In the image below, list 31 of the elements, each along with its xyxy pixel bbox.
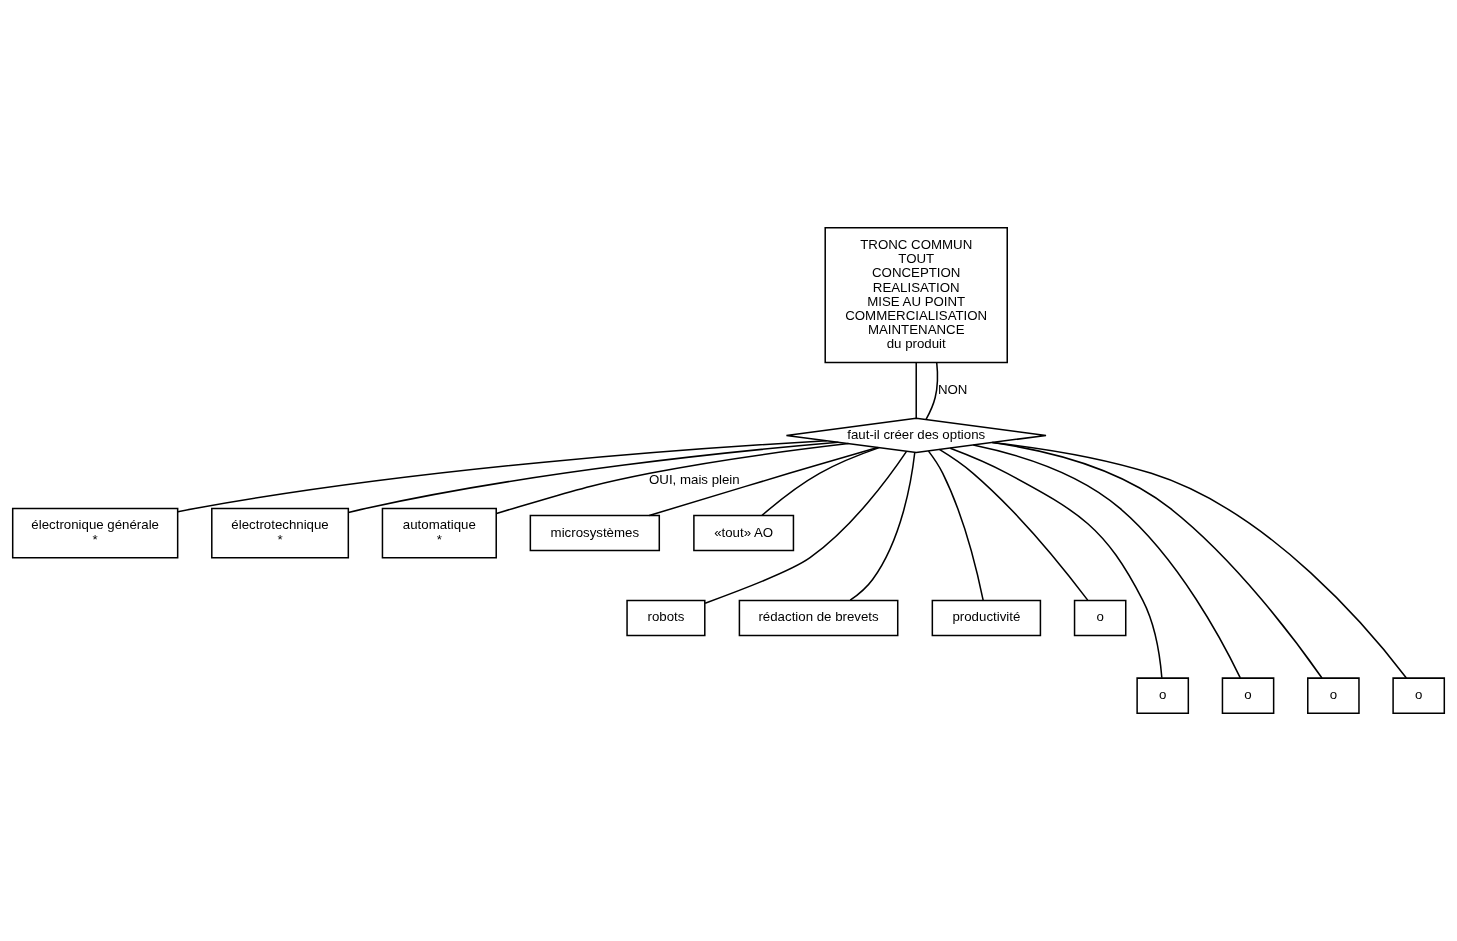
node-box: robots [626, 599, 706, 637]
connector [915, 361, 917, 420]
node-box: o [1221, 677, 1275, 714]
node-box: productivité [931, 599, 1042, 637]
connector [949, 447, 1163, 679]
edge-label: NON [937, 381, 968, 397]
node-diamond: faut-il créer des options [785, 417, 1047, 454]
node-box: électronique générale * [11, 507, 179, 559]
connector [648, 446, 879, 517]
edge-label: OUI, mais plein [649, 471, 740, 487]
node-box: o [1136, 677, 1190, 714]
node-box: automatique * [381, 507, 497, 559]
connector [704, 450, 908, 604]
node-box: o [1392, 677, 1446, 714]
connector [495, 442, 850, 515]
node-box: microsystèmes [529, 514, 661, 552]
connector [972, 444, 1242, 679]
node-box: électrotechnique * [211, 507, 350, 559]
connector [347, 441, 840, 514]
node-box: rédaction de brevets [738, 599, 899, 637]
connector [925, 361, 939, 421]
connector [927, 450, 984, 602]
connector [849, 451, 916, 601]
node-box: o [1307, 677, 1360, 714]
connector [991, 441, 1408, 679]
node-box: «tout» AO [693, 514, 795, 552]
node-box: TRONC COMMUN TOUT CONCEPTION REALISATION MISE AU POINT COMMERCIALISATION MAINTENANCE du produit [824, 227, 1008, 364]
connector [761, 446, 880, 517]
connector [177, 440, 828, 513]
node-box: o [1073, 599, 1127, 637]
connector [938, 448, 1089, 601]
